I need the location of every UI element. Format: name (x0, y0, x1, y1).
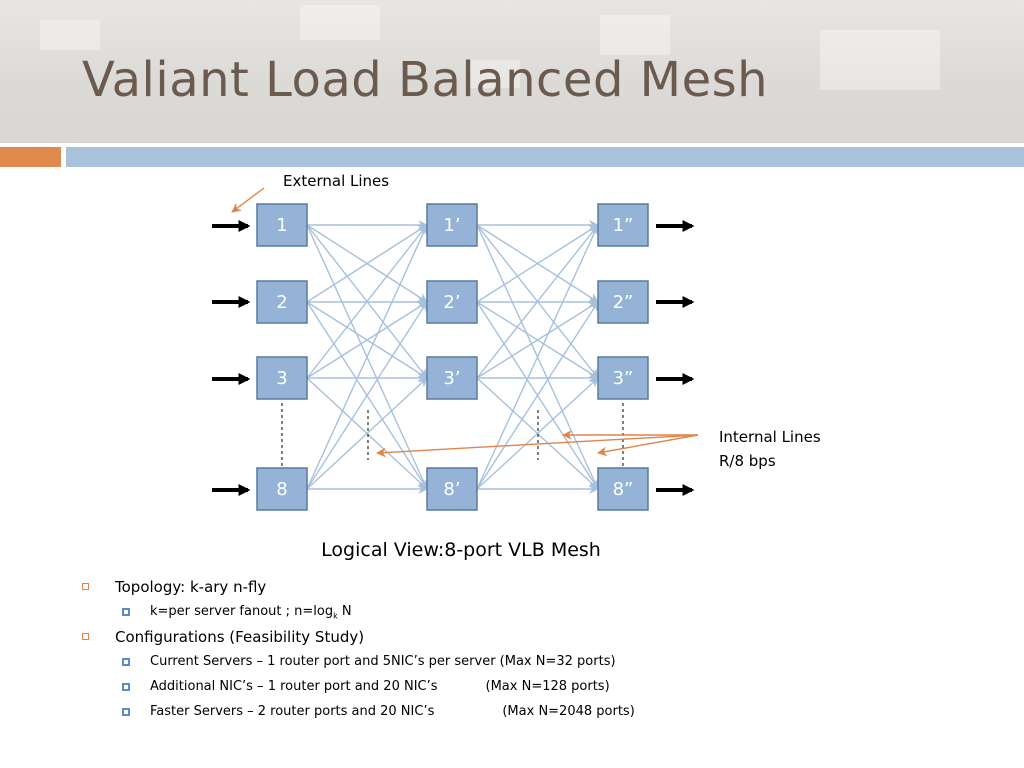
background-decoration (820, 30, 940, 90)
sub-bullet-text: Faster Servers – 2 router ports and 20 N… (150, 704, 435, 719)
mesh-node-label: 3” (613, 368, 634, 389)
mesh-node-label: 1” (613, 215, 634, 236)
header-band: Valiant Load Balanced Mesh (0, 0, 1024, 143)
accent-bar-blue (66, 147, 1024, 167)
bullet-topology: Topology: k-ary n-fly (80, 575, 1000, 599)
background-decoration (300, 5, 380, 40)
bandwidth-label: R/8 bps (719, 452, 776, 470)
internal-link (306, 224, 428, 490)
background-decoration (470, 60, 520, 88)
mesh-node-box (256, 280, 308, 324)
mesh-node: 1” (597, 203, 649, 247)
mesh-node-box (597, 467, 649, 511)
internal-link (306, 224, 428, 303)
sub-bullet-config: Current Servers – 1 router port and 5NIC… (80, 649, 1000, 674)
mesh-node-box (256, 203, 308, 247)
sub-bullet-config: Additional NIC’s – 1 router port and 20 … (80, 674, 1000, 699)
slide-title: Valiant Load Balanced Mesh (82, 52, 769, 108)
sub-bullet-max: (Max N=128 ports) (485, 679, 610, 694)
internal-link (476, 301, 599, 379)
sub-bullet-text-end: N (337, 604, 352, 619)
mesh-node-label: 8” (613, 479, 634, 500)
subscript-k: k (333, 611, 338, 621)
background-decoration (600, 15, 670, 55)
external-lines-pointer (231, 187, 265, 213)
internal-link (306, 224, 428, 379)
mesh-node-box (426, 467, 478, 511)
bullet-square-icon (82, 583, 89, 590)
internal-links (306, 220, 599, 494)
internal-lines-label: Internal Lines (719, 428, 821, 446)
mesh-node: 2’ (426, 280, 478, 324)
diagram-caption: Logical View:8-port VLB Mesh (321, 539, 601, 561)
internal-link (306, 301, 428, 490)
mesh-node-box (256, 467, 308, 511)
mesh-node-box (597, 203, 649, 247)
mesh-node: 1 (256, 203, 308, 247)
sub-bullet-square-icon (122, 658, 130, 666)
sub-bullet-square-icon (122, 708, 130, 716)
mesh-node: 8” (597, 467, 649, 511)
mesh-node-box (597, 356, 649, 400)
mesh-node-box (426, 356, 478, 400)
annotations: External Lines Internal Lines R/8 bps (231, 172, 821, 470)
mesh-node-label: 3’ (443, 368, 460, 389)
internal-link (306, 301, 428, 379)
mesh-node-label: 1 (276, 215, 287, 236)
bullet-list: Topology: k-ary n-fly k=per server fanou… (80, 574, 1000, 724)
bullet-text: Configurations (Feasibility Study) (115, 628, 365, 646)
sub-bullet-text: Current Servers – 1 router port and 5NIC… (150, 654, 616, 669)
internal-link (306, 377, 428, 490)
external-arrows (212, 220, 695, 496)
mesh-node-label: 1’ (443, 215, 460, 236)
mesh-node-box (426, 203, 478, 247)
sub-bullet-config: Faster Servers – 2 router ports and 20 N… (80, 699, 1000, 724)
internal-link (476, 224, 599, 379)
internal-lines-pointer (376, 434, 699, 458)
mesh-node: 1’ (426, 203, 478, 247)
sub-bullet-square-icon (122, 608, 130, 616)
bullet-text: Topology: k-ary n-fly (115, 578, 267, 596)
sub-bullet-square-icon (122, 683, 130, 691)
internal-link (476, 224, 599, 490)
internal-link (476, 224, 599, 303)
mesh-node-label: 2” (613, 292, 634, 313)
sub-bullet-text: Additional NIC’s – 1 router port and 20 … (150, 679, 438, 694)
mesh-node: 3’ (426, 356, 478, 400)
internal-link (476, 301, 599, 490)
mesh-node: 8’ (426, 467, 478, 511)
mesh-node: 8 (256, 467, 308, 511)
mesh-node-label: 8’ (443, 479, 460, 500)
sub-bullet-max: (Max N=2048 ports) (502, 704, 635, 719)
bullet-configurations: Configurations (Feasibility Study) (80, 625, 1000, 649)
sub-bullet-text: k=per server fanout ; n=log (150, 604, 334, 619)
mesh-node-label: 2 (276, 292, 287, 313)
mesh-node-label: 3 (276, 368, 287, 389)
background-decoration (40, 20, 100, 50)
bullet-square-icon (82, 633, 89, 640)
external-lines-label: External Lines (283, 172, 389, 190)
mesh-node: 3 (256, 356, 308, 400)
mesh-node-label: 2’ (443, 292, 460, 313)
internal-link (476, 377, 599, 490)
mesh-node: 3” (597, 356, 649, 400)
accent-bar-orange (0, 147, 61, 167)
sub-bullet-fanout: k=per server fanout ; n=logk N (80, 599, 1000, 624)
mesh-node-box (426, 280, 478, 324)
mesh-node: 2” (597, 280, 649, 324)
mesh-node-box (597, 280, 649, 324)
mesh-node: 2 (256, 280, 308, 324)
mesh-node-box (256, 356, 308, 400)
mesh-node-label: 8 (276, 479, 287, 500)
internal-lines-pointer (597, 434, 699, 457)
mesh-nodes: 1 2 3 8 1’ 2’ 3’ 8’ 1” 2” 3” 8” (256, 203, 649, 511)
